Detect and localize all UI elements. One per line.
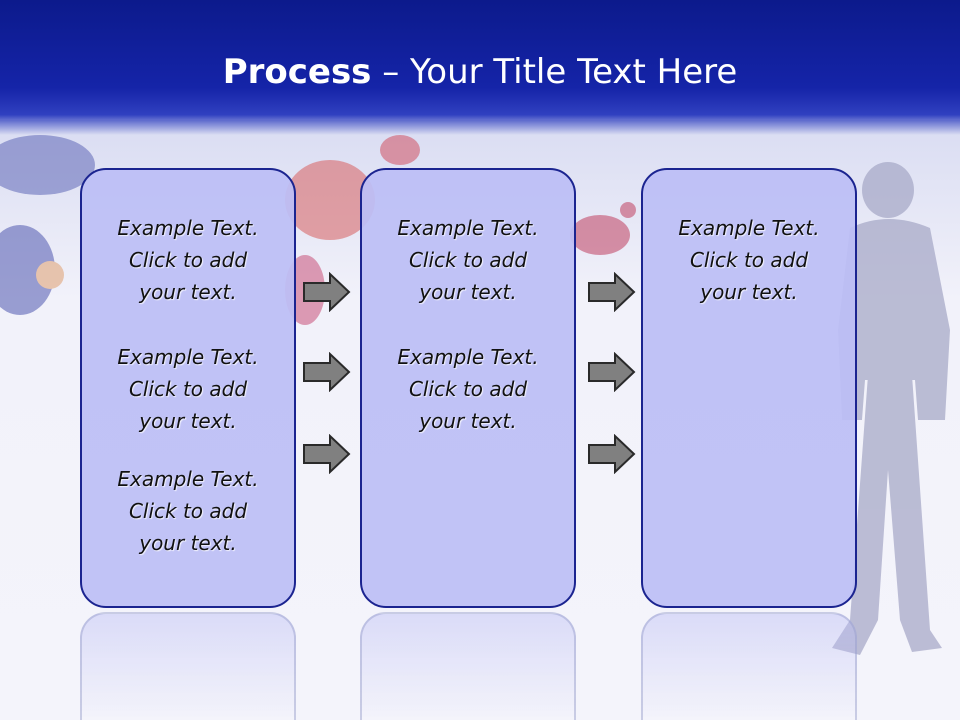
right-arrow-icon[interactable] [587,272,637,312]
text-placeholder[interactable]: Example Text. Click to add your text. [643,212,855,308]
text-line: your text. [700,280,798,304]
text-line: your text. [419,280,517,304]
right-arrow-icon[interactable] [302,272,352,312]
text-placeholder[interactable]: Example Text. Click to add your text. [362,212,574,308]
paint-splash [36,261,64,289]
process-step-3[interactable]: Example Text. Click to add your text. [641,168,857,608]
text-line: your text. [139,531,237,555]
text-placeholder[interactable]: Example Text. Click to add your text. [82,463,294,559]
right-arrow-icon[interactable] [302,434,352,474]
title-bold: Process [222,52,372,92]
text-line: Click to add [128,377,248,401]
person-silhouette [832,162,950,655]
text-line: Example Text. [678,216,820,240]
process-step-1[interactable]: Example Text. Click to add your text. Ex… [80,168,296,608]
text-placeholder[interactable]: Example Text. Click to add your text. [362,341,574,437]
text-placeholder[interactable]: Example Text. Click to add your text. [82,212,294,308]
text-placeholder[interactable]: Example Text. Click to add your text. [82,341,294,437]
title-rest: – Your Title Text Here [371,52,738,92]
text-line: your text. [139,409,237,433]
slide-title[interactable]: Process – Your Title Text Here [0,52,960,92]
text-line: your text. [139,280,237,304]
text-line: Click to add [408,248,528,272]
title-bar [0,0,960,135]
right-arrow-icon[interactable] [302,352,352,392]
text-line: Example Text. [397,216,539,240]
right-arrow-icon[interactable] [587,434,637,474]
panel-reflection [80,612,296,720]
paint-splash [620,202,636,218]
text-line: Example Text. [117,467,259,491]
text-line: Click to add [408,377,528,401]
paint-splash [0,135,95,195]
paint-splash [380,135,420,165]
paint-splash [0,225,55,315]
text-line: Click to add [128,248,248,272]
text-line: your text. [419,409,517,433]
panel-reflection [360,612,576,720]
text-line: Example Text. [117,345,259,369]
paint-splash [570,215,630,255]
right-arrow-icon[interactable] [587,352,637,392]
process-step-2[interactable]: Example Text. Click to add your text. Ex… [360,168,576,608]
text-line: Example Text. [397,345,539,369]
text-line: Example Text. [117,216,259,240]
panel-reflection [641,612,857,720]
paint-splash [285,160,375,240]
text-line: Click to add [128,499,248,523]
text-line: Click to add [689,248,809,272]
